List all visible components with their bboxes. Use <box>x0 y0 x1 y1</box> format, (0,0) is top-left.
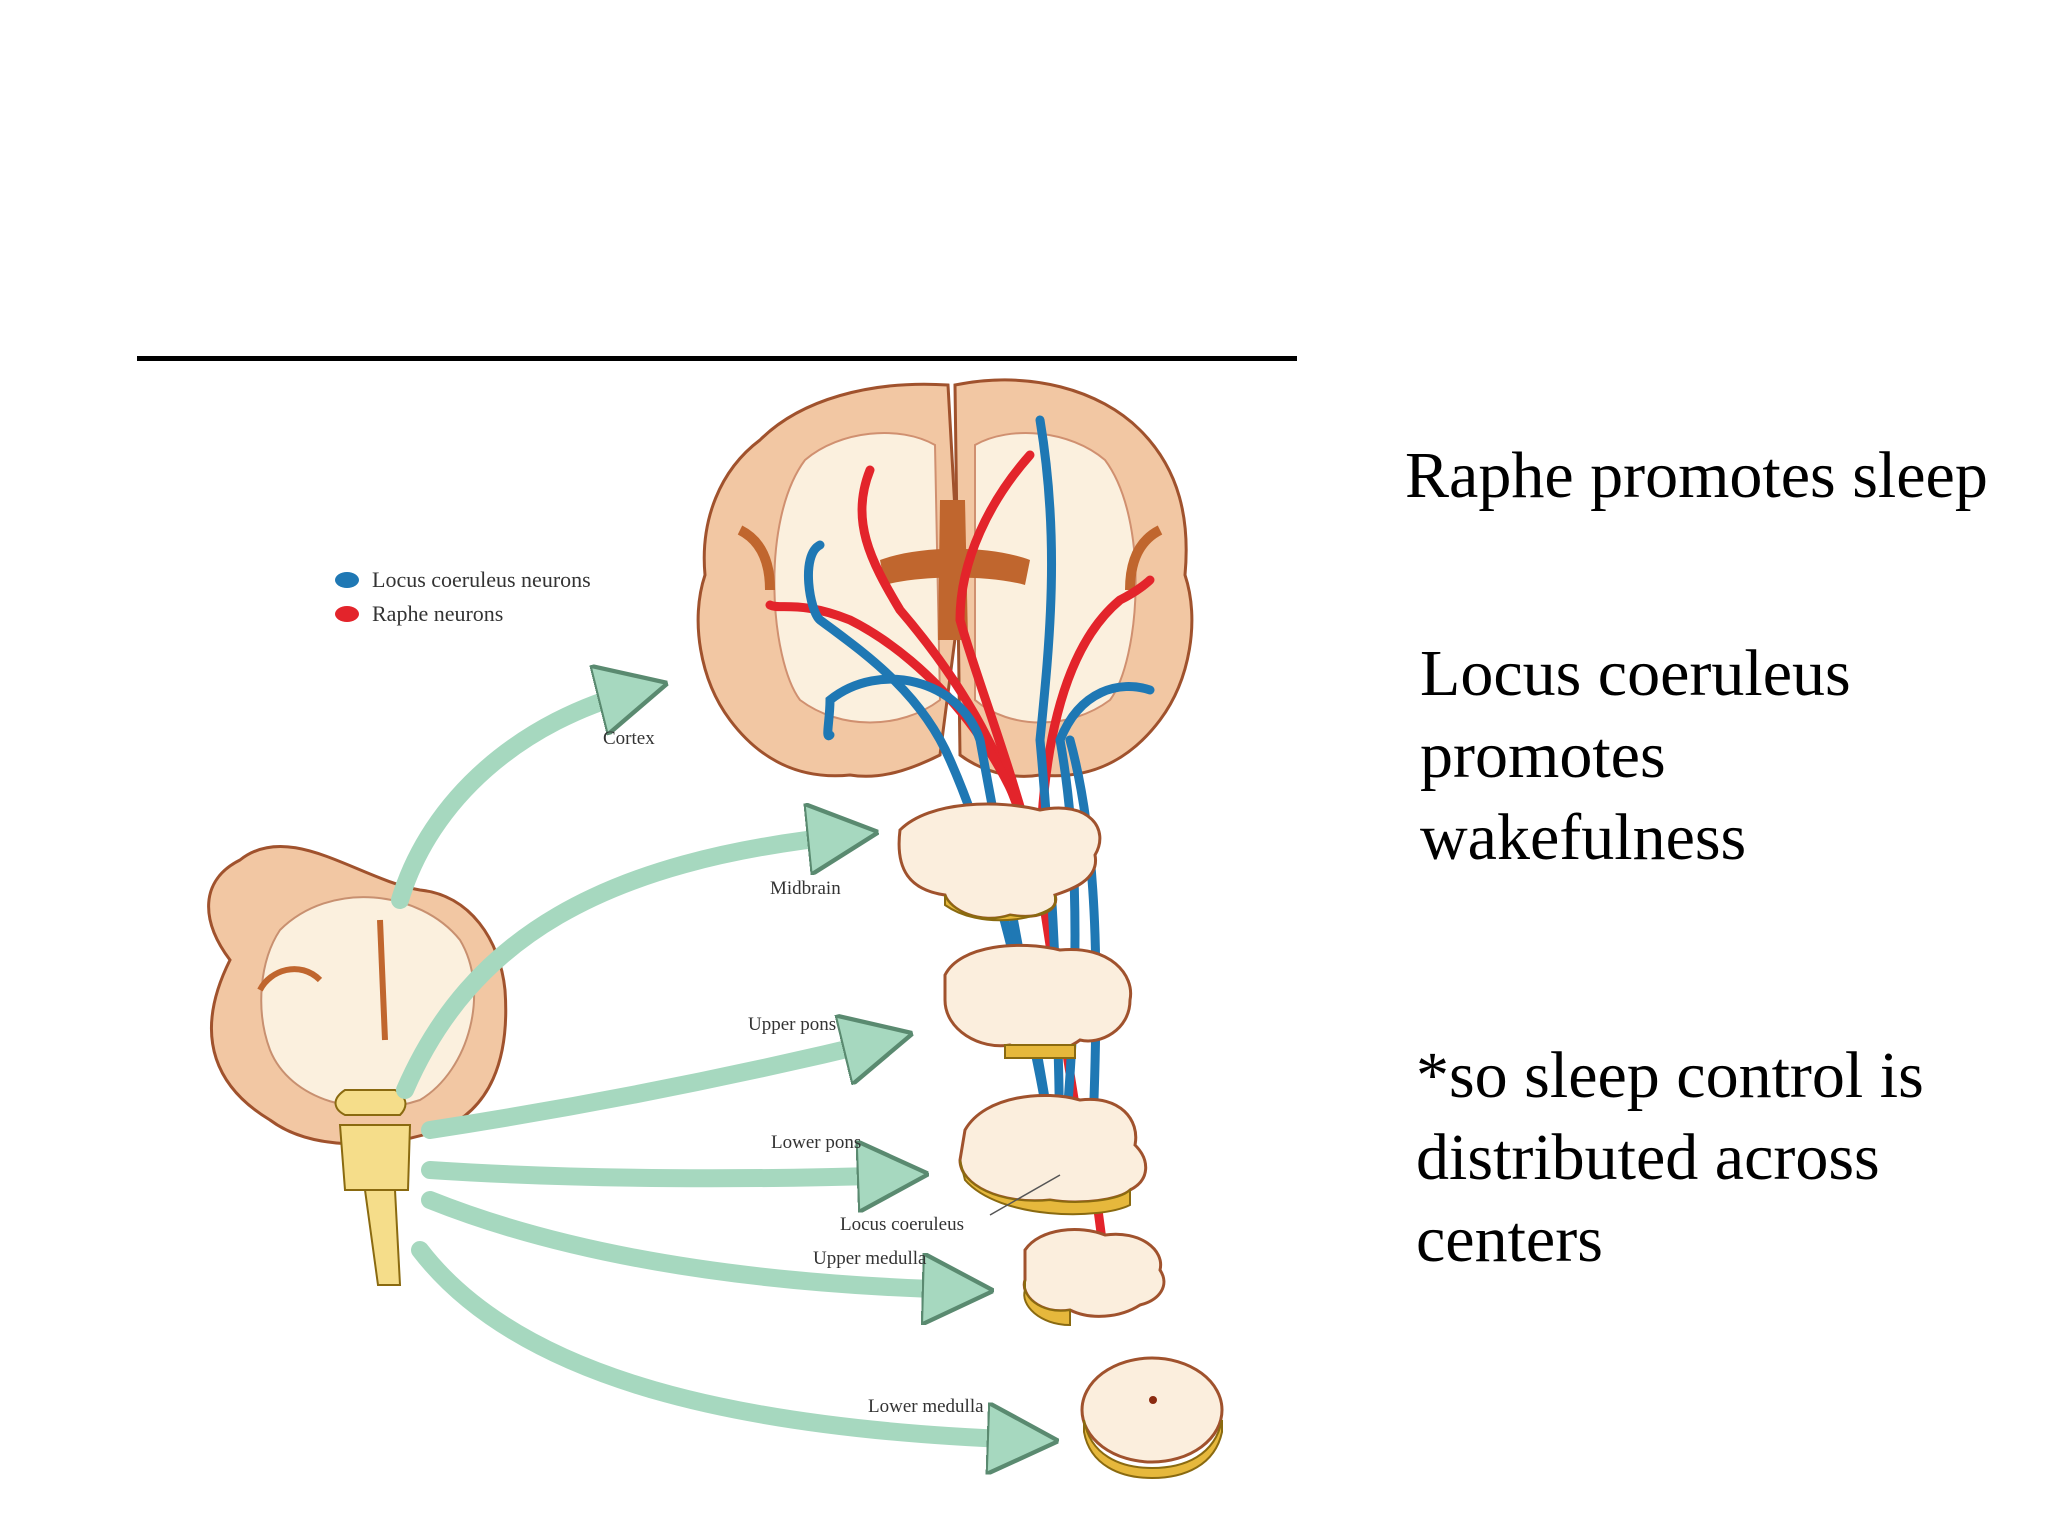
upper-medulla-slice <box>1022 1228 1166 1327</box>
raphe-statement: Raphe promotes sleep <box>1405 439 1988 512</box>
title-underline <box>137 356 1297 361</box>
label-upper-pons: Upper pons <box>748 1014 836 1035</box>
arrow-to-upper-pons <box>421 1040 885 1139</box>
label-lower-pons: Lower pons <box>771 1132 861 1153</box>
legend-raphe-label: Raphe neurons <box>372 601 503 626</box>
raphe-legend-dot <box>335 606 359 622</box>
label-locus-coeruleus: Locus coeruleus <box>840 1214 964 1235</box>
lower-pons-slice <box>958 1094 1148 1216</box>
arrow-to-lower-pons <box>421 1170 900 1178</box>
label-cortex: Cortex <box>603 728 655 749</box>
arrow-to-midbrain <box>396 835 850 1099</box>
label-midbrain: Midbrain <box>770 878 841 899</box>
upper-pons-slice <box>943 943 1133 1059</box>
arrow-to-lower-medulla <box>411 1241 1030 1440</box>
locus-statement: Locus coeruleus promotes wakefulness <box>1420 637 1851 874</box>
legend-locus-label: Locus coeruleus neurons <box>372 567 591 592</box>
label-upper-medulla: Upper medulla <box>813 1248 927 1269</box>
midbrain-slice <box>897 802 1102 922</box>
arrow-to-upper-medulla <box>421 1191 965 1290</box>
label-lower-medulla: Lower medulla <box>868 1396 984 1417</box>
lower-medulla-slice <box>1080 1356 1224 1480</box>
level-arrows <box>391 690 1030 1440</box>
arrow-to-cortex <box>391 690 640 909</box>
distributed-control-note: *so sleep control is distributed across … <box>1416 1039 1924 1276</box>
cortex-section <box>696 378 1194 778</box>
locus-legend-dot <box>335 572 359 588</box>
level-labels: Cortex Midbrain Upper pons Lower pons Lo… <box>603 728 1061 1417</box>
legend: Locus coeruleus neurons Raphe neurons <box>335 567 591 626</box>
